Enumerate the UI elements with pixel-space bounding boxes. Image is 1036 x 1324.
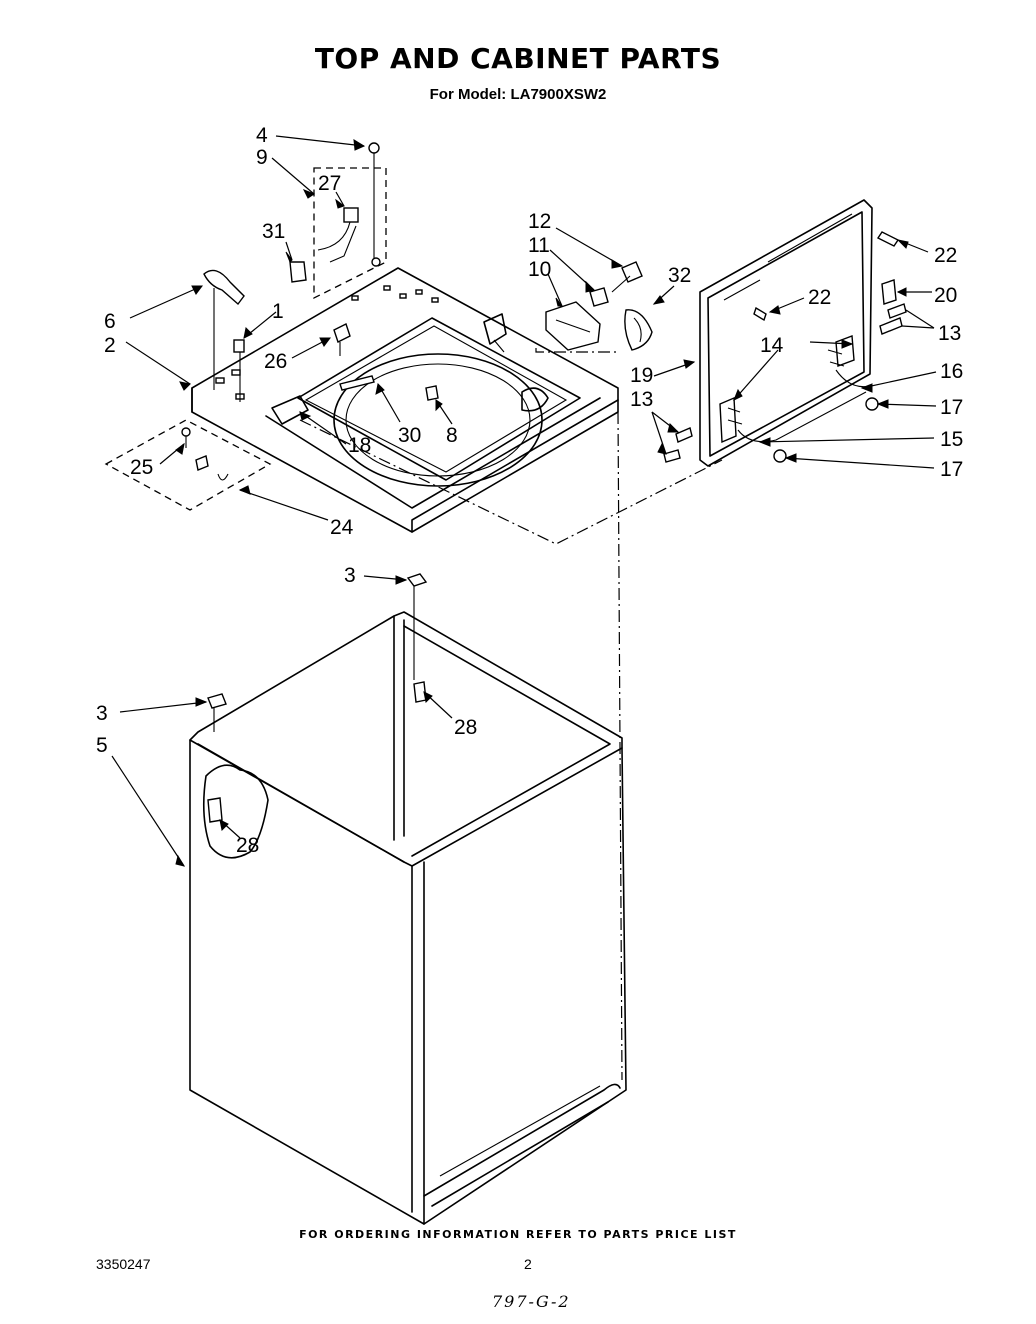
callout-15: 15 xyxy=(940,428,963,451)
callout-9: 9 xyxy=(256,146,268,169)
callout-26: 26 xyxy=(264,350,287,373)
callout-1: 1 xyxy=(272,300,284,323)
leader-lines xyxy=(111,135,937,867)
callout-27: 27 xyxy=(318,172,341,195)
callout-30: 30 xyxy=(398,424,421,447)
callout-labels: 4 9 27 31 6 1 2 26 30 8 18 25 24 12 11 1… xyxy=(96,124,963,857)
callout-3-back: 3 xyxy=(344,564,356,587)
assembly-centerline xyxy=(299,419,723,545)
callout-19: 19 xyxy=(630,364,653,387)
callout-22-right: 22 xyxy=(934,244,957,267)
callout-17-lower: 17 xyxy=(940,458,963,481)
callout-13-left: 13 xyxy=(630,388,653,411)
arrowheads xyxy=(175,139,909,867)
callout-18: 18 xyxy=(348,434,371,457)
page-number: 2 xyxy=(524,1256,532,1272)
handwritten-note: 797-G-2 xyxy=(492,1292,571,1311)
callout-8: 8 xyxy=(446,424,458,447)
callout-4: 4 xyxy=(256,124,268,147)
cabinet-centerline xyxy=(617,411,623,1081)
callout-17-upper: 17 xyxy=(940,396,963,419)
callout-3-front: 3 xyxy=(96,702,108,725)
callout-32: 32 xyxy=(668,264,691,287)
callout-25: 25 xyxy=(130,456,153,479)
callout-22-inner: 22 xyxy=(808,286,831,309)
assembly-centerline xyxy=(535,348,620,353)
harness-group xyxy=(289,142,387,300)
diagram-title: TOP AND CABINET PARTS xyxy=(314,42,722,75)
lid-assembly xyxy=(663,199,907,467)
document-number: 3350247 xyxy=(96,1256,151,1272)
lid-switch-group xyxy=(104,419,272,511)
callout-13-right: 13 xyxy=(938,322,961,345)
callout-31: 31 xyxy=(262,220,285,243)
model-subtitle: For Model: LA7900XSW2 xyxy=(429,86,607,103)
dispenser-parts xyxy=(545,261,653,351)
hinge-and-fastener xyxy=(203,269,351,402)
callout-11: 11 xyxy=(528,234,550,257)
ordering-info-note: FOR ORDERING INFORMATION REFER TO PARTS … xyxy=(299,1228,737,1241)
callout-24: 24 xyxy=(330,516,354,539)
callout-6: 6 xyxy=(104,310,116,333)
callout-16: 16 xyxy=(940,360,963,383)
callout-20: 20 xyxy=(934,284,957,307)
callout-28-back: 28 xyxy=(454,716,477,739)
cabinet xyxy=(189,411,627,1225)
callout-12: 12 xyxy=(528,210,551,233)
top-panel-assembly xyxy=(191,267,619,533)
callout-5: 5 xyxy=(96,734,108,757)
callout-14: 14 xyxy=(760,334,784,357)
callout-10: 10 xyxy=(528,258,551,281)
callout-2: 2 xyxy=(104,334,116,357)
callout-28-front: 28 xyxy=(236,834,259,857)
